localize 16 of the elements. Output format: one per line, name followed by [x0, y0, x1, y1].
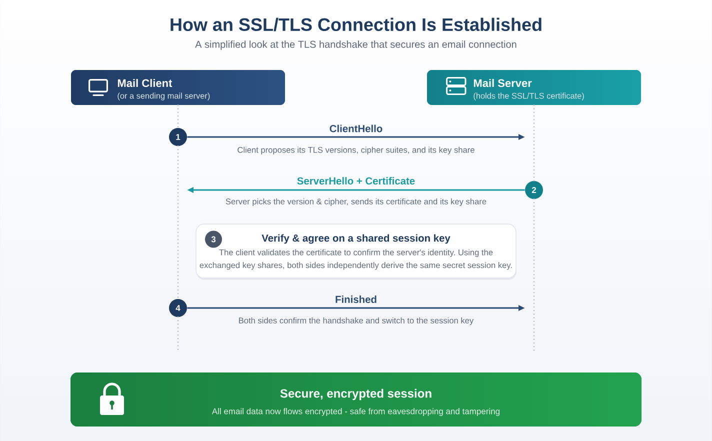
- edge-label: ServerHello + Certificate: [297, 177, 415, 185]
- banner: Secure, encrypted session All email data now flows encrypted - safe from eavesdropping and tampering: [70, 372, 642, 426]
- description: Both sides confirm the handshake and switch to the session key: [239, 317, 474, 326]
- header-box: Mail Client (or a sending mail server): [71, 70, 285, 105]
- edge-label: Finished: [336, 296, 376, 304]
- dotted-line: [533, 104, 535, 354]
- subtitle: A simplified look at the TLS handshake that secures an email connection: [195, 40, 516, 50]
- step-number: 4: [169, 299, 187, 317]
- description: Server picks the version & cipher, sends its certificate and its key share: [226, 198, 486, 206]
- step-number: 2: [525, 181, 543, 199]
- edge-label: ClientHello: [330, 124, 382, 132]
- step-number: 1: [169, 128, 187, 146]
- step-number: 3: [205, 230, 222, 248]
- description: Client proposes its TLS versions, cipher suites, and its key share: [238, 146, 474, 154]
- header-box: Mail Server (holds the SSL/TLS certificate): [427, 70, 641, 105]
- title: How an SSL/TLS Connection Is Established: [170, 18, 542, 32]
